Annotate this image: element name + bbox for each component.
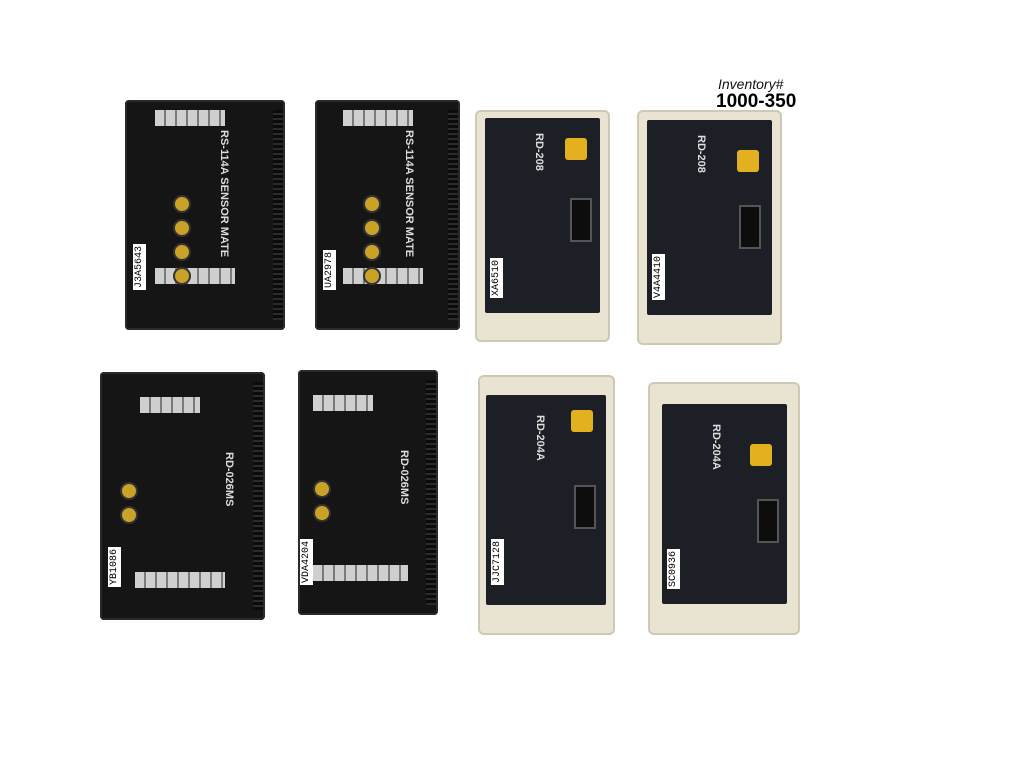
serial-label: J3A5643	[133, 243, 146, 290]
serial-label: YB1086	[108, 546, 121, 587]
sensor-mate-module-1: RS-114A SENSOR MATE J3A5643	[125, 100, 285, 330]
serial-label: XA6510	[490, 257, 503, 298]
stepper-driver-module-6: RD-026MS VDA4204	[298, 370, 438, 615]
model-label: RD-208	[533, 133, 545, 171]
io-master-module-7: RD-204A JJC7128	[478, 375, 615, 635]
stepper-driver-module-5: RD-026MS YB1086	[100, 372, 265, 620]
model-label: RD-026MS	[223, 452, 235, 507]
model-label: RS-114A SENSOR MATE	[403, 130, 415, 258]
io-master-module-8: RD-204A SC0936	[648, 382, 800, 635]
model-label: RS-114A SENSOR MATE	[218, 130, 230, 258]
inventory-label: Inventory#	[718, 76, 784, 92]
serial-label: VDA4204	[300, 538, 313, 585]
model-label: RD-208	[695, 135, 707, 173]
driver-module-4: RD-208 V4A4410	[637, 110, 782, 345]
serial-label: UA2978	[323, 249, 336, 290]
model-label: RD-026MS	[398, 450, 410, 505]
sensor-mate-module-2: RS-114A SENSOR MATE UA2978	[315, 100, 460, 330]
serial-label: JJC7128	[491, 538, 504, 585]
serial-label: V4A4410	[652, 253, 665, 300]
model-label: RD-204A	[710, 424, 722, 470]
serial-label: SC0936	[667, 548, 680, 589]
model-label: RD-204A	[534, 415, 546, 461]
driver-module-3: RD-208 XA6510	[475, 110, 610, 342]
inventory-number: 1000-350	[716, 91, 797, 112]
